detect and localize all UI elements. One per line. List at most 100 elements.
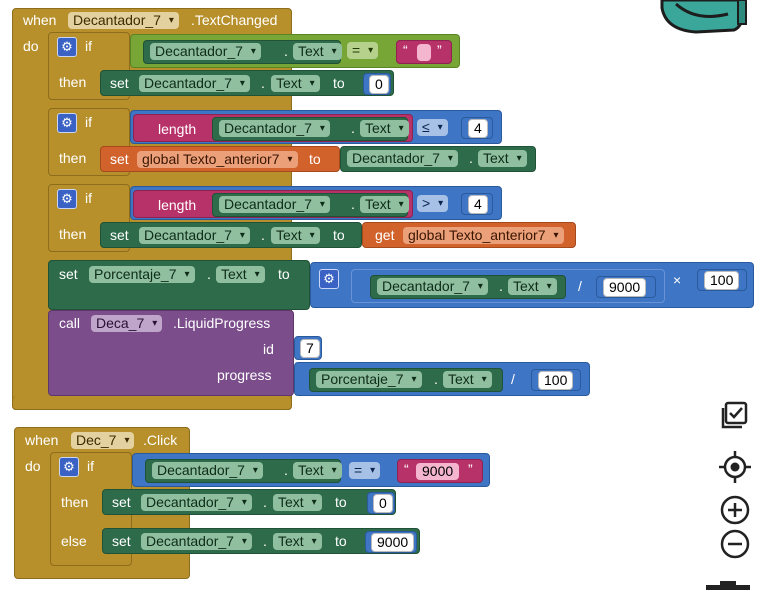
dot-label: . — [351, 196, 355, 212]
operator-dropdown[interactable]: ≤ — [417, 119, 448, 136]
operator-dropdown[interactable]: = — [349, 462, 381, 479]
event-name-label: .Click — [143, 432, 178, 448]
property-dropdown[interactable]: Text — [478, 150, 527, 167]
number-field[interactable]: 4 — [468, 119, 488, 138]
number-field[interactable]: 7 — [300, 339, 320, 358]
number-field[interactable]: 9000 — [371, 533, 415, 552]
set-global-block[interactable]: set global Texto_anterior7 to — [100, 146, 340, 172]
number-block[interactable]: 7 — [294, 336, 322, 360]
component-getter[interactable]: Porcentaje_7 . Text — [309, 368, 503, 392]
set-text-block[interactable]: set Decantador_7 . Text to 0 — [102, 489, 396, 515]
length-block[interactable]: length Decantador_7 . Text — [133, 114, 413, 142]
component-dropdown[interactable]: Decantador_7 — [150, 43, 261, 60]
property-dropdown[interactable]: Text — [360, 196, 409, 213]
operator-dropdown[interactable]: > — [417, 195, 449, 212]
compare-text-equal-block[interactable]: Decantador_7 . Text = “ ” — [130, 34, 460, 68]
zoom-in-icon[interactable] — [718, 494, 752, 526]
zoom-out-icon[interactable] — [718, 528, 752, 560]
multiply-block[interactable]: ⚙ Decantador_7 . Text / 9000 × 100 — [310, 262, 754, 308]
property-dropdown[interactable]: Text — [216, 266, 265, 283]
component-dropdown[interactable]: Dec_7 — [71, 432, 135, 449]
set-percentage-block[interactable]: set Porcentaje_7 . Text to — [48, 260, 310, 310]
number-block[interactable]: 100 — [697, 269, 747, 291]
to-label: to — [278, 266, 290, 282]
number-block[interactable]: 4 — [461, 117, 493, 139]
gear-icon[interactable]: ⚙ — [57, 113, 77, 133]
gear-icon[interactable]: ⚙ — [57, 37, 77, 57]
to-label: to — [309, 151, 321, 167]
open-quote: “ — [404, 461, 409, 477]
component-getter[interactable]: Decantador_7 . Text — [145, 459, 342, 483]
set-text-block[interactable]: set Decantador_7 . Text to — [100, 222, 362, 248]
component-dropdown[interactable]: Decantador_7 — [139, 75, 250, 92]
component-getter[interactable]: Decantador_7 . Text — [212, 117, 409, 141]
length-block[interactable]: length Decantador_7 . Text — [133, 190, 413, 218]
number-block[interactable]: 0 — [367, 492, 395, 514]
property-dropdown[interactable]: Text — [271, 75, 320, 92]
property-dropdown[interactable]: Text — [508, 278, 557, 295]
call-procedure-block[interactable]: call Deca_7 .LiquidProgress id progress — [48, 310, 294, 396]
checklist-icon[interactable] — [720, 400, 750, 430]
number-field[interactable]: 4 — [468, 195, 488, 214]
component-dropdown[interactable]: Decantador_7 — [68, 12, 179, 29]
empty-string-field[interactable] — [417, 44, 431, 61]
component-dropdown[interactable]: Deca_7 — [91, 315, 163, 332]
component-getter[interactable]: Decantador_7 . Text — [370, 275, 566, 299]
component-getter[interactable]: Decantador_7 . Text — [143, 40, 342, 64]
component-getter[interactable]: Decantador_7 . Text — [340, 146, 536, 172]
component-dropdown[interactable]: Decantador_7 — [219, 120, 330, 137]
component-dropdown[interactable]: Porcentaje_7 — [89, 266, 195, 283]
multiply-label: × — [673, 272, 682, 288]
number-field[interactable]: 100 — [704, 271, 740, 290]
component-dropdown[interactable]: Decantador_7 — [139, 227, 250, 244]
compare-le-block[interactable]: length Decantador_7 . Text ≤ 4 — [130, 110, 502, 144]
divide-block[interactable]: Decantador_7 . Text / 9000 — [351, 269, 665, 303]
dot-label: . — [261, 75, 265, 91]
set-text-block[interactable]: set Decantador_7 . Text to 9000 — [102, 528, 420, 554]
gear-icon[interactable]: ⚙ — [57, 189, 77, 209]
get-global-block[interactable]: get global Texto_anterior7 — [362, 222, 576, 248]
number-field[interactable]: 9000 — [603, 278, 647, 297]
property-dropdown[interactable]: Text — [293, 43, 342, 60]
number-block[interactable]: 100 — [531, 369, 581, 391]
property-dropdown[interactable]: Text — [360, 120, 409, 137]
compare-equal-9000-block[interactable]: Decantador_7 . Text = “ 9000 ” — [132, 453, 490, 487]
component-getter[interactable]: Decantador_7 . Text — [212, 193, 409, 217]
component-dropdown[interactable]: Decantador_7 — [141, 494, 252, 511]
set-text-block[interactable]: set Decantador_7 . Text to 0 — [100, 70, 394, 96]
property-dropdown[interactable]: Text — [271, 227, 320, 244]
component-dropdown[interactable]: Decantador_7 — [347, 150, 458, 167]
number-field[interactable]: 0 — [373, 494, 393, 513]
compare-gt-block[interactable]: length Decantador_7 . Text > 4 — [130, 186, 502, 220]
property-dropdown[interactable]: Text — [273, 494, 322, 511]
variable-dropdown[interactable]: global Texto_anterior7 — [137, 151, 298, 168]
number-block[interactable]: 9000 — [596, 276, 656, 298]
number-block[interactable]: 0 — [363, 73, 391, 95]
component-dropdown[interactable]: Porcentaje_7 — [316, 371, 422, 388]
gear-icon[interactable]: ⚙ — [319, 269, 339, 289]
component-dropdown[interactable]: Decantador_7 — [377, 278, 488, 295]
number-block[interactable]: 9000 — [365, 531, 417, 553]
text-literal-block[interactable]: “ 9000 ” — [397, 459, 483, 483]
backpack-icon[interactable] — [656, 0, 748, 34]
component-dropdown[interactable]: Decantador_7 — [152, 462, 263, 479]
number-block[interactable]: 4 — [461, 193, 493, 215]
divide-block[interactable]: Porcentaje_7 . Text / 100 — [294, 362, 590, 396]
operator-dropdown[interactable]: = — [347, 42, 379, 59]
string-field[interactable]: 9000 — [416, 463, 460, 480]
number-field[interactable]: 100 — [538, 371, 574, 390]
if-block-length-gt[interactable]: ⚙ if then — [48, 184, 130, 252]
property-dropdown[interactable]: Text — [443, 371, 492, 388]
variable-dropdown[interactable]: global Texto_anterior7 — [403, 227, 564, 244]
property-dropdown[interactable]: Text — [273, 533, 322, 550]
trash-icon[interactable] — [704, 580, 752, 590]
text-literal-block[interactable]: “ ” — [396, 40, 452, 64]
target-icon[interactable] — [718, 450, 752, 484]
component-dropdown[interactable]: Decantador_7 — [219, 196, 330, 213]
if-block-length-check[interactable]: ⚙ if then — [48, 108, 130, 176]
if-block-empty-check[interactable]: ⚙ if then — [48, 32, 130, 100]
gear-icon[interactable]: ⚙ — [59, 457, 79, 477]
number-field[interactable]: 0 — [369, 75, 389, 94]
component-dropdown[interactable]: Decantador_7 — [141, 533, 252, 550]
property-dropdown[interactable]: Text — [293, 462, 342, 479]
